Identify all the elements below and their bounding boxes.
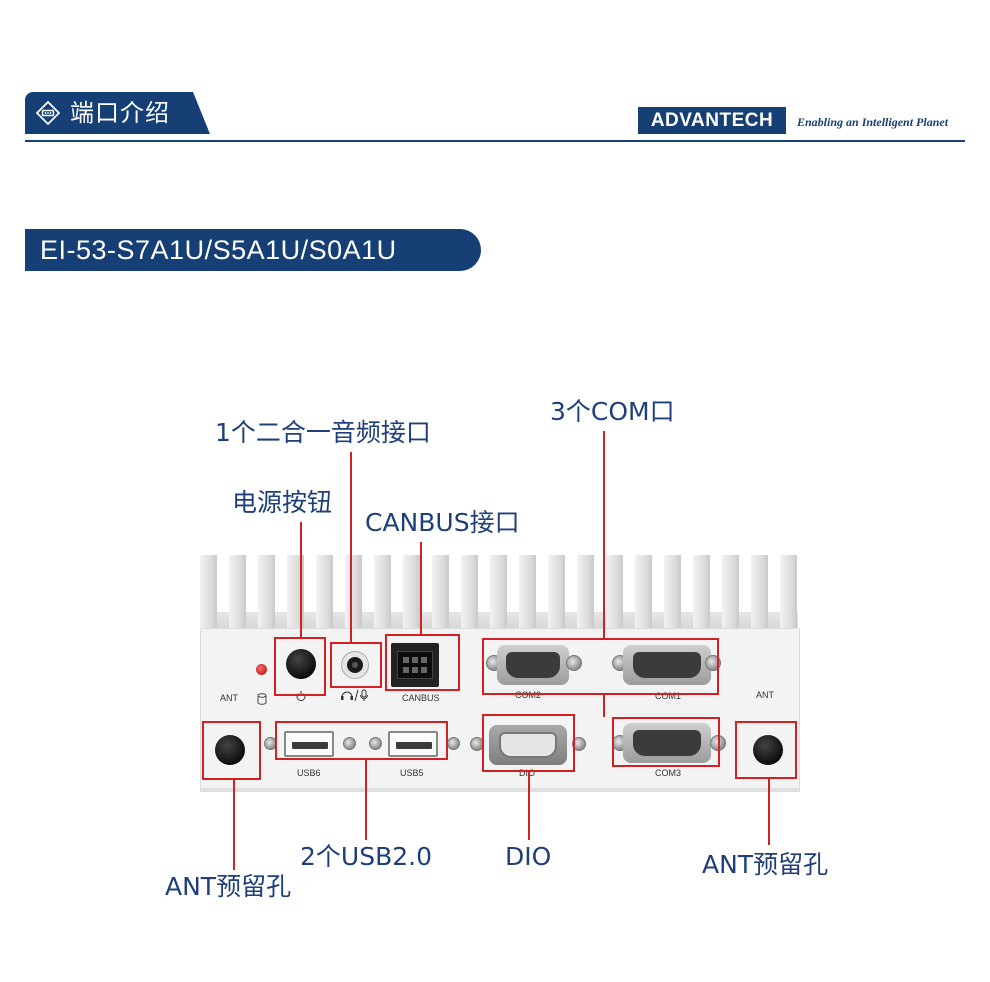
power-button-highlight <box>274 637 326 696</box>
com2-screw-right <box>566 655 582 671</box>
ant-right-leader <box>768 779 770 845</box>
power-leader <box>300 522 302 638</box>
power-led <box>256 664 267 675</box>
callout-dio: DIO <box>505 842 552 871</box>
callout-canbus: CANBUS接口 <box>365 508 520 537</box>
com-leader <box>603 431 605 639</box>
model-pill <box>25 229 481 271</box>
callout-ant-right: ANT预留孔 <box>702 850 829 879</box>
audio-jack-highlight <box>330 642 382 688</box>
brand-tagline: Enabling an Intelligent Planet <box>797 115 949 129</box>
usb6-port[interactable] <box>284 731 334 757</box>
dio-port[interactable] <box>489 725 567 765</box>
com1-label: COM1 <box>655 691 682 701</box>
ant-left-highlight <box>202 721 261 780</box>
usb6-label: USB6 <box>297 768 321 778</box>
dio-screw-right <box>572 737 586 751</box>
canbus-highlight <box>385 634 460 691</box>
canbus-label: CANBUS <box>402 693 440 703</box>
ant-left-hole <box>215 735 245 765</box>
ant-right-hole <box>753 735 783 765</box>
ant-left-label: ANT <box>220 693 238 703</box>
canbus-leader <box>420 542 422 635</box>
com1-port[interactable] <box>623 645 711 685</box>
callout-ant-left: ANT预留孔 <box>165 872 292 901</box>
com-connector-leader <box>603 695 605 717</box>
brand-logo: ADVANTECH <box>638 107 786 134</box>
ant-right-label: ANT <box>756 690 774 700</box>
usb-leader <box>365 760 367 840</box>
audio-leader <box>350 452 352 643</box>
usb-screw-2 <box>343 737 356 750</box>
usb-screw-4 <box>447 737 460 750</box>
callout-usb: 2个USB2.0 <box>300 842 432 871</box>
ant-left-leader <box>233 780 235 870</box>
header-rule <box>25 140 965 142</box>
hdd-icon <box>257 690 267 709</box>
usb5-label: USB5 <box>400 768 424 778</box>
headset-mic-icon <box>340 687 372 706</box>
dio-highlight <box>482 714 575 772</box>
audio-jack[interactable] <box>341 651 369 679</box>
usb-highlight <box>275 721 448 760</box>
section-tab <box>25 92 210 134</box>
ant-right-highlight <box>735 721 797 779</box>
callout-com: 3个COM口 <box>550 397 675 426</box>
dio-label: DIO <box>519 768 536 778</box>
model-name: EI-53-S7A1U/S5A1U/S0A1U <box>40 235 397 265</box>
com3-label: COM3 <box>655 768 682 778</box>
port-icon <box>35 100 61 126</box>
com-top-highlight <box>482 638 719 695</box>
usb5-port[interactable] <box>388 731 438 757</box>
com2-port[interactable] <box>497 645 569 685</box>
com3-port[interactable] <box>623 723 711 763</box>
usb-screw-3 <box>369 737 382 750</box>
heatsink-fins <box>200 555 798 630</box>
callout-audio: 1个二合一音频接口 <box>215 418 431 447</box>
dio-leader <box>528 772 530 840</box>
panel-bottom-edge <box>200 788 800 792</box>
power-button[interactable] <box>286 649 316 679</box>
com3-highlight <box>612 717 720 767</box>
section-title: 端口介绍 <box>70 99 170 127</box>
com2-label: COM2 <box>515 690 542 700</box>
callout-power: 电源按钮 <box>232 488 333 517</box>
canbus-connector[interactable] <box>391 643 439 687</box>
